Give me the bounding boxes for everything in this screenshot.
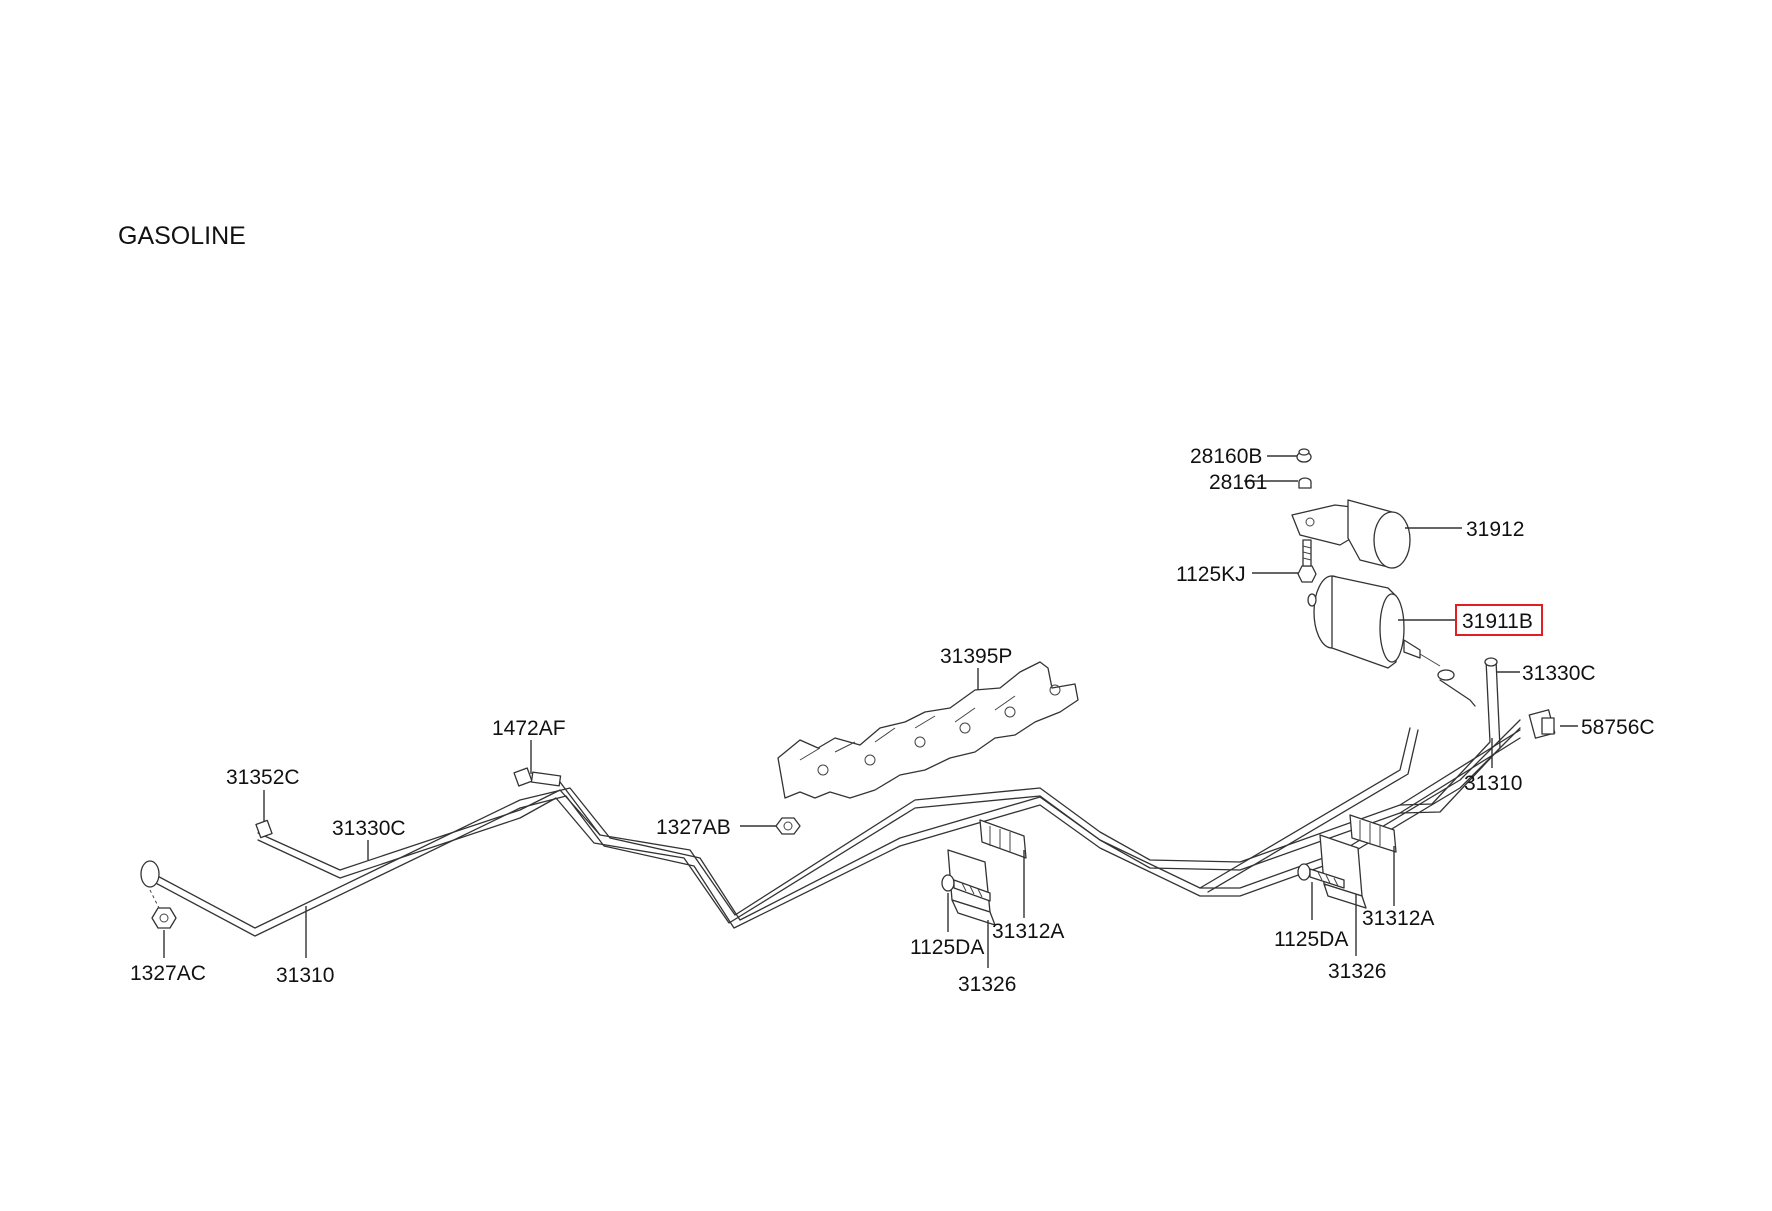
- left-pipe-end: [140, 860, 161, 911]
- callout-1472AF[interactable]: 1472AF: [492, 717, 566, 740]
- callout-31912[interactable]: 31912: [1466, 518, 1524, 541]
- fuel-filter-31911B: [1307, 575, 1441, 669]
- callout-1125DA-right[interactable]: 1125DA: [1274, 928, 1348, 951]
- filter-bracket-31912: [1291, 499, 1411, 569]
- callout-31310-right[interactable]: 31310: [1464, 772, 1522, 795]
- fuel-line-main: [149, 659, 1521, 937]
- callout-28161[interactable]: 28161: [1209, 471, 1267, 494]
- callout-1327AB[interactable]: 1327AB: [656, 816, 731, 839]
- nut-1327AB: [775, 817, 801, 835]
- grommet-28160B: [1296, 448, 1312, 463]
- callout-31330C-right[interactable]: 31330C: [1522, 662, 1596, 685]
- callout-1327AC[interactable]: 1327AC: [130, 962, 206, 985]
- callout-28160B[interactable]: 28160B: [1190, 445, 1262, 468]
- bracket-31395P: [777, 661, 1079, 799]
- callout-31326-right[interactable]: 31326: [1328, 960, 1386, 983]
- callout-31352C[interactable]: 31352C: [226, 766, 300, 789]
- callout-58756C[interactable]: 58756C: [1581, 716, 1655, 739]
- clip-1472AF: [513, 767, 562, 787]
- clip-58756C: [1528, 709, 1556, 739]
- callout-1125DA-left[interactable]: 1125DA: [910, 936, 984, 959]
- callout-31310-left[interactable]: 31310: [276, 964, 334, 987]
- callout-31911B[interactable]: 31911B: [1462, 610, 1533, 633]
- callout-31330C-left[interactable]: 31330C: [332, 817, 406, 840]
- clamp-set-right: [1297, 814, 1397, 909]
- bolt-1125KJ: [1297, 539, 1317, 583]
- clamp-set-left: [941, 819, 1027, 926]
- callouts: 28160B 28161 31912 1125KJ 31911B 31330C …: [130, 445, 1655, 996]
- callout-31395P[interactable]: 31395P: [940, 645, 1012, 668]
- clip-31352C: [255, 819, 273, 839]
- hose-end-31330C: [1437, 657, 1498, 707]
- nut-1327AC: [151, 907, 177, 929]
- spacer-28161: [1298, 477, 1312, 489]
- callout-31312A-left[interactable]: 31312A: [992, 920, 1064, 943]
- callout-31911B-highlight: [1455, 604, 1543, 636]
- callout-1125KJ[interactable]: 1125KJ: [1176, 563, 1246, 586]
- section-label: GASOLINE: [118, 222, 246, 250]
- callout-31312A-right[interactable]: 31312A: [1362, 907, 1434, 930]
- leader-lines: [163, 455, 1578, 968]
- callout-31326-left[interactable]: 31326: [958, 973, 1016, 996]
